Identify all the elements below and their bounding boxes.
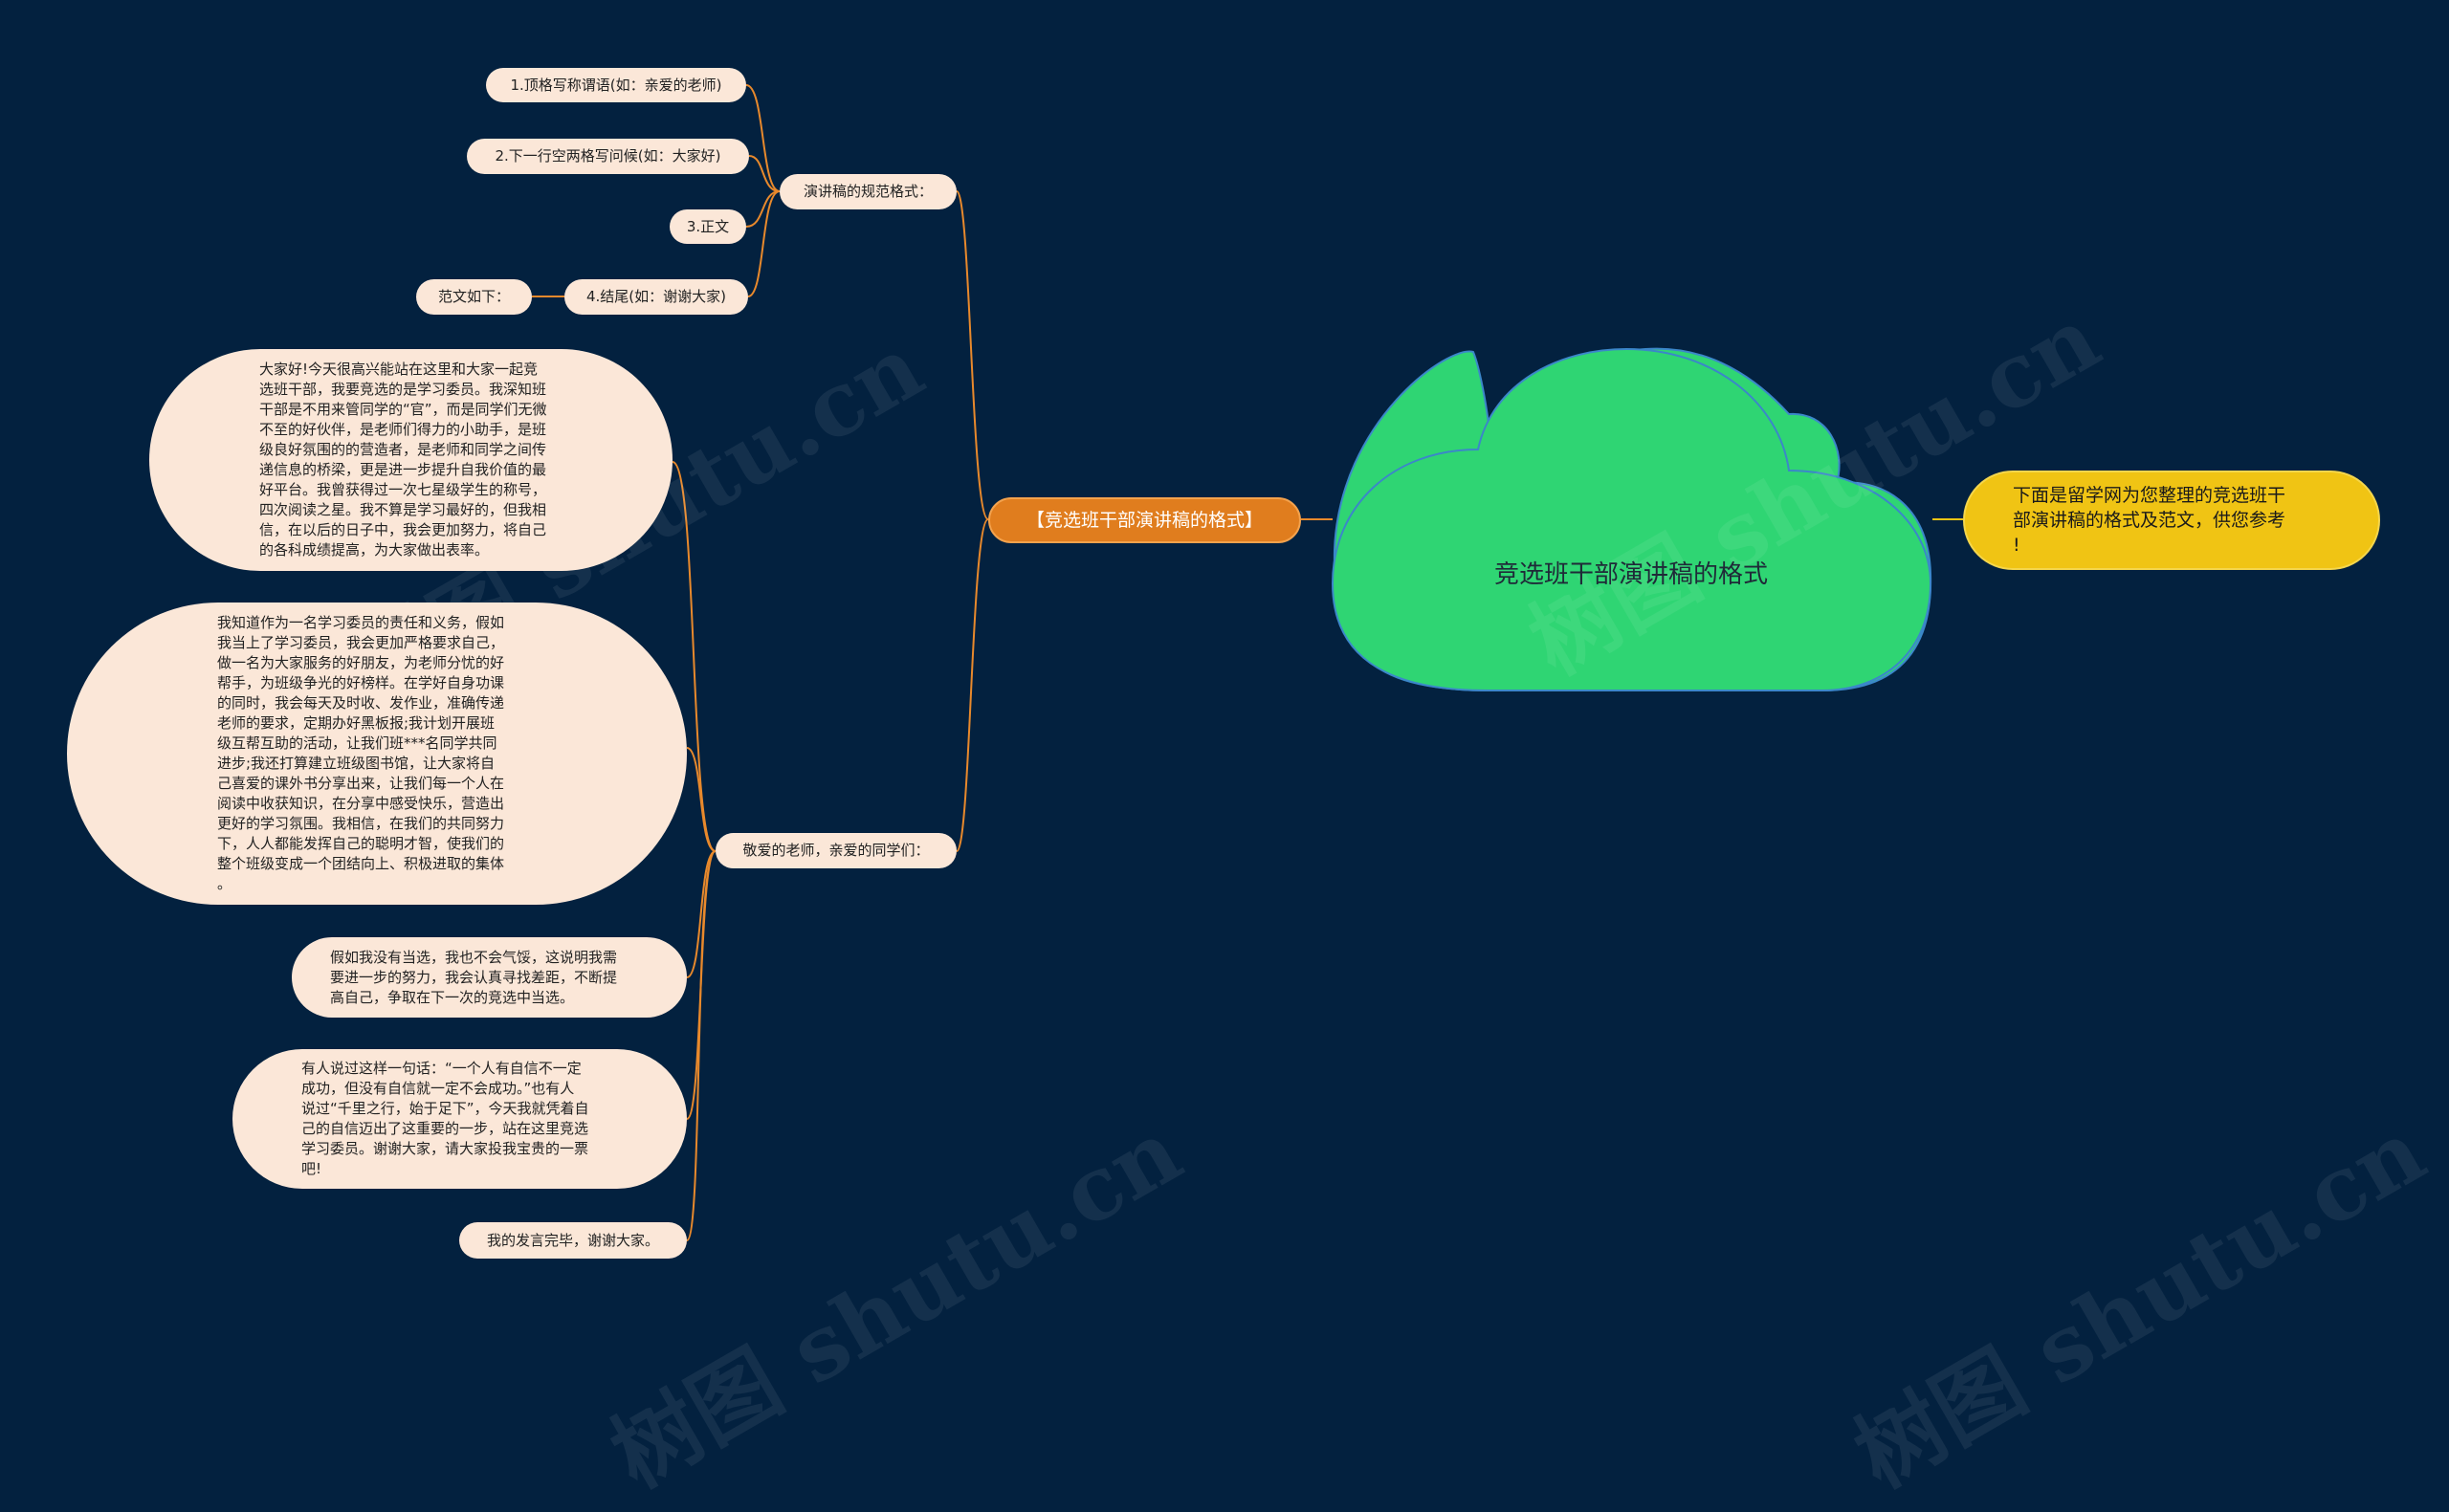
speech-paragraph[interactable]: 假如我没有当选，我也不会气馁，这说明我需 要进一步的努力，我会认真寻找差距，不断…: [292, 937, 687, 1018]
connector-format-item1: [745, 84, 781, 192]
paragraph-line: 己的自信迈出了这重要的一步，站在这里竞选: [301, 1120, 589, 1137]
paragraph-line: 高自己，争取在下一次的竞选中当选。: [330, 988, 575, 1006]
paragraph-line: 阅读中收获知识，在分享中感受快乐，营造出: [217, 795, 505, 812]
paragraph-line: 递信息的桥梁，更是进一步提升自我价值的最: [259, 461, 547, 478]
paragraph-line: 成功，但没有自信就一定不会成功。”也有人: [301, 1080, 575, 1097]
paragraph-line: 整个班级变成一个团结向上、积极进取的集体: [217, 855, 505, 872]
connector-branch-format: [956, 190, 989, 520]
format-node[interactable]: 演讲稿的规范格式：: [780, 174, 957, 209]
root-node-title[interactable]: 竞选班干部演讲稿的格式: [1493, 560, 1768, 589]
paragraph-line: 我的发言完毕，谢谢大家。: [486, 1231, 659, 1249]
paragraph-line: 己喜爱的课外书分享出来，让我们每一个人在: [217, 775, 505, 792]
connector-format-item3: [745, 190, 781, 228]
paragraph-line: 的同时，我会每天及时收、发作业，准确传递: [217, 694, 505, 712]
branch-node[interactable]: 【竞选班干部演讲稿的格式】: [988, 497, 1301, 543]
connector-format-item2: [748, 155, 781, 192]
paragraph-line: 的各科成绩提高，为大家做出表率。: [259, 541, 490, 559]
mindmap-connectors: [532, 84, 1963, 1241]
paragraph-line: 我知道作为一名学习委员的责任和义务，假如: [217, 614, 505, 631]
format-item[interactable]: 1.顶格写称谓语(如：亲爱的老师): [486, 68, 746, 102]
paragraph-line: 干部是不用来管同学的“官”，而是同学们无微: [259, 401, 547, 418]
speech-paragraph[interactable]: 我知道作为一名学习委员的责任和义务，假如 我当上了学习委员，我会更加严格要求自己…: [67, 603, 687, 905]
format-item[interactable]: 4.结尾(如：谢谢大家): [564, 279, 748, 315]
paragraph-line: 级良好氛围的的营造者，是老师和同学之间传: [259, 441, 547, 458]
root-cloud-body: [1331, 347, 1932, 691]
paragraph-line: 吧!: [301, 1160, 322, 1177]
paragraph-line: 四次阅读之星。我不算是学习最好的，但我相: [259, 501, 547, 518]
example-node[interactable]: 范文如下：: [416, 279, 532, 315]
paragraph-line: 。: [217, 875, 232, 892]
speech-node[interactable]: 敬爱的老师，亲爱的同学们：: [716, 833, 957, 868]
paragraph-line: 做一名为大家服务的好朋友，为老师分忧的好: [217, 654, 505, 671]
summary-line: 部演讲稿的格式及范文，供您参考: [2013, 510, 2286, 531]
connector-speech-p5: [686, 850, 717, 1241]
paragraph-line: 要进一步的努力，我会认真寻找差距，不断提: [330, 968, 618, 986]
paragraph-line: 级互帮互助的活动，让我们班***名同学共同: [217, 734, 497, 752]
summary-line: 下面是留学网为您整理的竞选班干: [2013, 485, 2286, 506]
paragraph-line: 有人说过这样一句话：“一个人有自信不一定: [301, 1060, 582, 1077]
paragraph-line: 学习委员。谢谢大家，请大家投我宝贵的一票: [301, 1140, 589, 1157]
format-item[interactable]: 3.正文: [670, 209, 746, 244]
paragraph-line: 帮手，为班级争光的好榜样。在学好自身功课: [217, 674, 505, 691]
paragraph-line: 老师的要求，定期办好黑板报;我计划开展班: [217, 714, 496, 732]
paragraph-text: 我知道作为一名学习委员的责任和义务，假如 我当上了学习委员，我会更加严格要求自己…: [217, 613, 504, 894]
speech-paragraph[interactable]: 有人说过这样一句话：“一个人有自信不一定 成功，但没有自信就一定不会成功。”也有…: [232, 1049, 687, 1189]
paragraph-line: 进步;我还打算建立班级图书馆，让大家将自: [217, 755, 496, 772]
paragraph-line: 信，在以后的日子中，我会更加努力，将自己: [259, 521, 547, 538]
paragraph-line: 选班干部，我要竞选的是学习委员。我深知班: [259, 381, 547, 398]
paragraph-text: 大家好!今天很高兴能站在这里和大家一起竞 选班干部，我要竞选的是学习委员。我深知…: [259, 360, 547, 560]
connector-speech-p3: [686, 850, 717, 978]
paragraph-line: 我当上了学习委员，我会更加严格要求自己，: [217, 634, 505, 651]
connector-format-item4: [747, 190, 781, 297]
paragraph-line: 假如我没有当选，我也不会气馁，这说明我需: [330, 948, 618, 966]
paragraph-line: 更好的学习氛围。我相信，在我们的共同努力: [217, 815, 505, 832]
paragraph-line: 说过“千里之行，始于足下”，今天我就凭着自: [301, 1100, 589, 1117]
connector-branch-speech: [956, 518, 989, 852]
speech-paragraph[interactable]: 大家好!今天很高兴能站在这里和大家一起竞 选班干部，我要竞选的是学习委员。我深知…: [149, 349, 673, 571]
speech-paragraph[interactable]: 我的发言完毕，谢谢大家。: [459, 1222, 687, 1259]
paragraph-line: 好平台。我曾获得过一次七星级学生的称号，: [259, 481, 547, 498]
paragraph-line: 下，人人都能发挥自己的聪明才智，使我们的: [217, 835, 505, 852]
paragraph-line: 不至的好伙伴，是老师们得力的小助手，是班: [259, 421, 547, 438]
summary-line: !: [2013, 535, 2020, 556]
summary-node[interactable]: 下面是留学网为您整理的竞选班干 部演讲稿的格式及范文，供您参考 !: [1963, 471, 2380, 570]
paragraph-text: 有人说过这样一句话：“一个人有自信不一定 成功，但没有自信就一定不会成功。”也有…: [301, 1059, 589, 1179]
format-item[interactable]: 2.下一行空两格写问候(如：大家好): [467, 139, 749, 174]
paragraph-text: 假如我没有当选，我也不会气馁，这说明我需 要进一步的努力，我会认真寻找差距，不断…: [330, 948, 617, 1008]
connector-speech-p1: [672, 461, 717, 852]
connector-speech-p2: [686, 747, 717, 852]
summary-text: 下面是留学网为您整理的竞选班干 部演讲稿的格式及范文，供您参考 !: [2013, 483, 2285, 558]
paragraph-line: 大家好!今天很高兴能站在这里和大家一起竞: [259, 361, 539, 378]
